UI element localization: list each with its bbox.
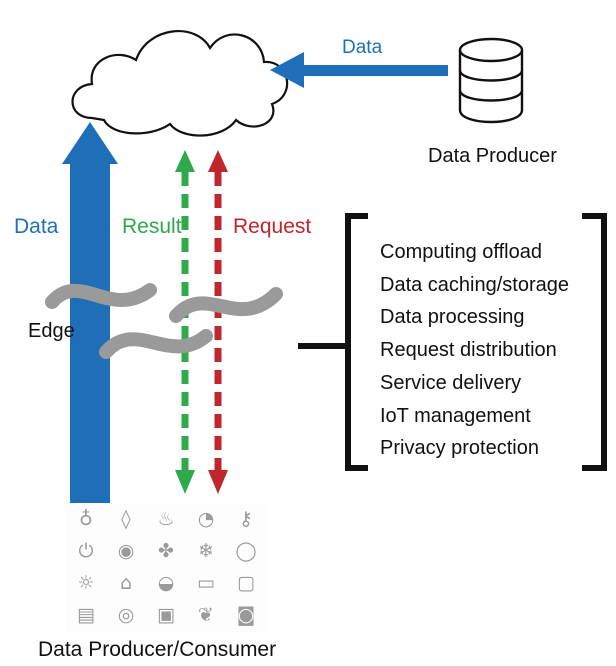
eye-icon: ◎ [117,603,135,626]
result-arrow [175,150,195,494]
water-drop-icon: ◊ [121,507,131,530]
data-producer-label: Data Producer [428,145,557,167]
producer-consumer-label: Data Producer/Consumer [38,638,277,661]
edge-function-item: Privacy protection [380,437,539,460]
gauge-icon: ◔ [197,507,215,530]
data-to-cloud-arrow [270,52,448,88]
edge-label: Edge [28,320,75,342]
garage-icon: ⌂ [119,571,133,594]
wifi-icon: ◉ [117,539,135,562]
result-label: Result [122,215,182,238]
power-icon: ⏻ [78,539,94,562]
data-flow-label: Data [342,37,383,58]
key-icon: ⚷ [239,507,253,530]
edge-function-item: IoT management [380,404,531,427]
edge-function-item: Service delivery [380,371,522,394]
request-label: Request [233,215,312,238]
data-upload-arrow [62,122,118,503]
edge-function-item: Data caching/storage [380,273,570,296]
fridge-icon: ▣ [157,603,175,626]
database-icon [458,37,524,124]
washer-icon: ▤ [77,603,95,626]
cloud-icon [71,30,289,137]
oven-icon: ◙ [236,603,256,626]
fan-icon: ✤ [158,539,174,562]
edge-function-list: Computing offload Data caching/storage D… [380,236,569,465]
edge-function-item: Data processing [380,306,525,329]
ring-icon: ◯ [235,539,257,562]
snowflake-icon: ❄ [198,539,214,562]
tv-icon: ▭ [197,571,215,594]
thermometer-icon: ♨ [157,507,175,530]
edge-wave [45,283,283,359]
stove-icon: ◒ [157,571,175,594]
sun-icon: ☼ [77,571,95,594]
speaker-icon: ▢ [237,571,255,594]
data-upload-label: Data [14,215,59,238]
leaf-icon: ❦ [198,603,214,626]
request-arrow [208,150,228,494]
edge-function-item: Computing offload [380,241,542,263]
device-icon-grid: ♁ ◊ ♨ ◔ ⚷ ⏻ ◉ ✤ ❄ ◯ ☼ ⌂ ◒ ▭ ▢ ▤ ◎ ▣ ❦ ◙ [66,503,266,633]
function-bracket [298,213,607,471]
edge-function-item: Request distribution [380,339,557,362]
lightbulb-icon: ♁ [79,507,93,530]
